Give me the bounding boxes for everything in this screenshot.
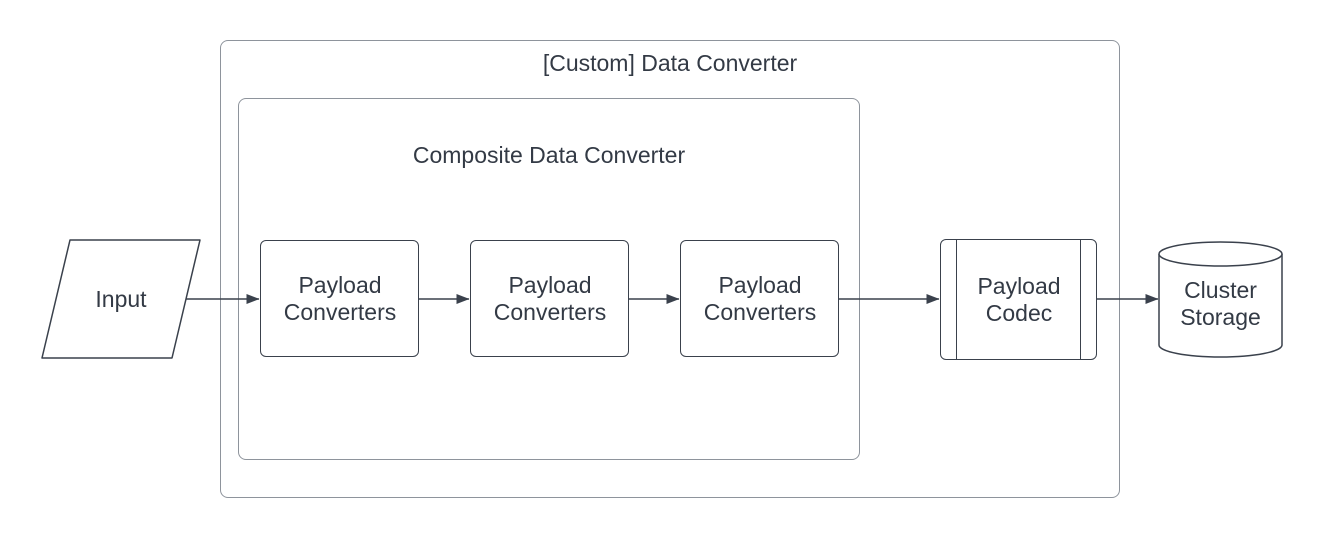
input-node-label: Input bbox=[95, 285, 147, 312]
cluster-storage-label: Cluster Storage bbox=[1180, 276, 1261, 330]
payload-converters-node-3 bbox=[680, 240, 839, 357]
payload-codec-node bbox=[940, 239, 1097, 360]
payload-converters-node-1 bbox=[260, 240, 419, 357]
payload-codec-label: Payload Codec bbox=[977, 272, 1061, 326]
payload-converters-node-2 bbox=[470, 240, 629, 357]
codec-right-bar bbox=[1080, 240, 1081, 359]
payload-converters-label-1: Payload Converters bbox=[283, 272, 397, 325]
custom-data-converter-container bbox=[220, 40, 1120, 498]
inner-container-title: Composite Data Converter bbox=[412, 141, 686, 168]
composite-data-converter-container bbox=[238, 98, 860, 460]
codec-left-bar bbox=[956, 240, 957, 359]
payload-converters-label-2: Payload Converters bbox=[493, 272, 607, 325]
outer-container-title: [Custom] Data Converter bbox=[542, 49, 798, 76]
payload-converters-label-3: Payload Converters bbox=[703, 272, 817, 325]
